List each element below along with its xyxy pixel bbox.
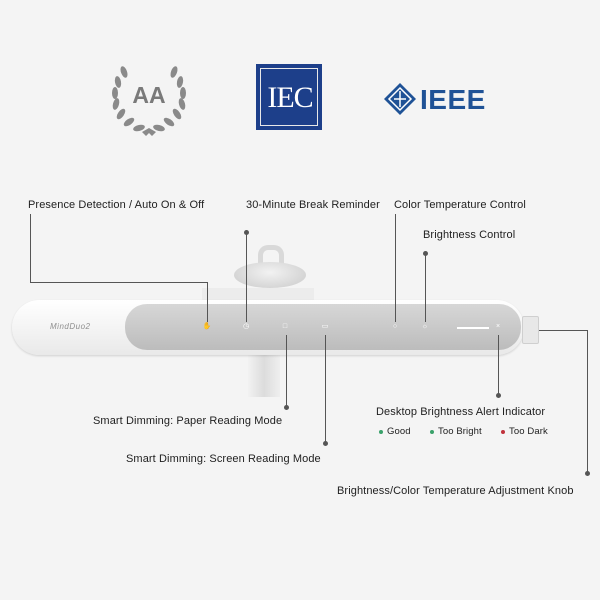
- laurel-wreath-icon: [112, 66, 186, 136]
- lamp-brand-text: MindDuo2: [50, 322, 91, 331]
- leader-dot-alert: [496, 393, 501, 398]
- legend-too-dark: Too Dark: [509, 426, 548, 437]
- lamp-mount: [234, 262, 306, 288]
- legend-dot-good: [379, 430, 383, 434]
- lamp-stem: [248, 355, 280, 397]
- adjustment-knob[interactable]: [522, 316, 539, 344]
- book-icon[interactable]: □: [282, 323, 288, 330]
- thermometer-icon[interactable]: ○: [392, 323, 398, 330]
- ieee-diamond-icon: [384, 83, 416, 115]
- label-screen-mode: Smart Dimming: Screen Reading Mode: [126, 453, 321, 465]
- sun-icon[interactable]: ☼: [421, 323, 429, 330]
- leader-paper: [286, 335, 287, 407]
- label-color-temperature: Color Temperature Control: [394, 199, 526, 211]
- leader-alert: [498, 335, 499, 395]
- iec-logo-text: IEC: [267, 81, 313, 114]
- leader-break: [246, 233, 247, 322]
- iec-logo-frame: IEC: [260, 68, 318, 126]
- leader-presence-v2: [207, 282, 208, 322]
- leader-dot-paper: [284, 405, 289, 410]
- timer-icon[interactable]: ◷: [242, 323, 250, 330]
- leader-knob-v: [587, 330, 588, 473]
- leader-dot-brightness: [423, 251, 428, 256]
- label-paper-mode: Smart Dimming: Paper Reading Mode: [93, 415, 283, 427]
- aa-logo-text: AA: [132, 82, 166, 108]
- label-brightness-control: Brightness Control: [423, 229, 516, 241]
- legend-dot-too-dark: [501, 430, 505, 434]
- leader-knob-h: [539, 330, 587, 331]
- leader-brightness: [425, 254, 426, 322]
- label-adjustment-knob: Brightness/Color Temperature Adjustment …: [337, 485, 574, 497]
- alert-light-icon: ×: [495, 323, 501, 330]
- monitor-icon[interactable]: ▭: [321, 323, 329, 330]
- brightness-slider-bar[interactable]: [457, 327, 489, 329]
- lamp-bracket: [202, 288, 314, 302]
- legend-dot-too-bright: [430, 430, 434, 434]
- hand-sensor-icon[interactable]: ✋: [202, 323, 212, 330]
- leader-dot-break: [244, 230, 249, 235]
- lamp-control-panel: [125, 304, 521, 350]
- label-alert-indicator: Desktop Brightness Alert Indicator: [376, 406, 546, 418]
- ieee-logo-text: IEEE: [420, 84, 486, 115]
- lamp-cable: [258, 245, 284, 276]
- label-presence-detection: Presence Detection / Auto On & Off: [28, 199, 205, 211]
- leader-dot-screen: [323, 441, 328, 446]
- leader-color-temp: [395, 214, 396, 322]
- leader-presence-h: [30, 282, 207, 283]
- leader-screen: [325, 335, 326, 443]
- legend-good: Good: [387, 426, 411, 437]
- iec-logo: IEC: [256, 64, 322, 130]
- legend-too-bright: Too Bright: [438, 426, 482, 437]
- label-break-reminder: 30-Minute Break Reminder: [246, 199, 380, 211]
- leader-dot-knob: [585, 471, 590, 476]
- leader-presence-v: [30, 214, 31, 282]
